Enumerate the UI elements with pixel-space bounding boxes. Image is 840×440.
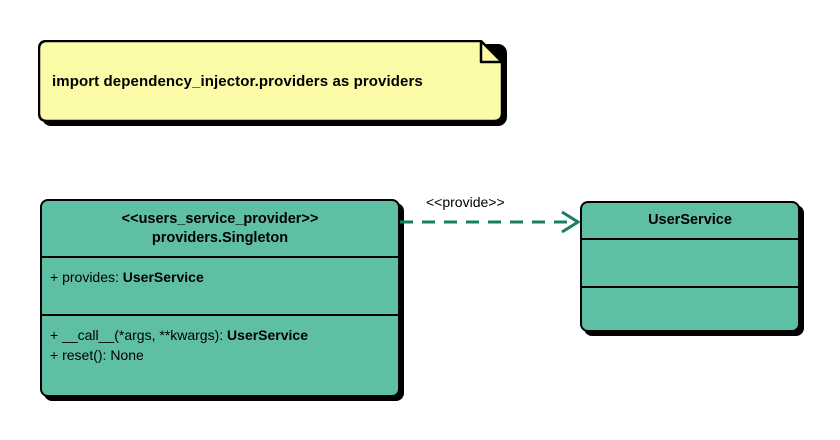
class-header-users-service-provider: <<users_service_provider>> providers.Sin… [42, 201, 398, 256]
class-box-user-service[interactable]: UserService [580, 201, 800, 332]
attribute-type: UserService [122, 269, 204, 285]
class-operations-compartment: + __call__(*args, **kwargs): UserService… [42, 314, 398, 395]
class-name: providers.Singleton [151, 229, 289, 246]
connector-provide[interactable]: <<provide>> [398, 194, 584, 250]
operation-visibility: + [50, 327, 59, 343]
attribute-row: + provides: UserService [50, 267, 390, 287]
class-box-users-service-provider[interactable]: <<users_service_provider>> providers.Sin… [40, 199, 400, 397]
class-stereotype: <<users_service_provider>> [121, 210, 319, 227]
operation-visibility: + [50, 347, 59, 363]
class-header-user-service: UserService [582, 203, 798, 238]
dashed-arrow-icon [400, 210, 581, 234]
connector-label: <<provide>> [426, 194, 505, 210]
operation-type: UserService [227, 327, 308, 343]
note-text: import dependency_injector.providers as … [52, 72, 423, 90]
operation-label: reset(): [62, 347, 107, 363]
operation-row: + __call__(*args, **kwargs): UserService [50, 325, 390, 345]
operation-type: None [110, 347, 144, 363]
class-name: UserService [648, 212, 732, 228]
class-attributes-compartment: + provides: UserService [42, 256, 398, 314]
operation-label: __call__(*args, **kwargs): [62, 327, 224, 343]
note-shape-icon [38, 40, 503, 122]
attribute-visibility: + [50, 269, 59, 285]
attribute-label: provides: [62, 269, 119, 285]
class-attributes-compartment-empty [582, 238, 798, 286]
class-operations-compartment-empty [582, 286, 798, 330]
operation-row: + reset(): None [50, 345, 390, 365]
note-body: import dependency_injector.providers as … [38, 40, 503, 122]
note-import[interactable]: import dependency_injector.providers as … [38, 40, 507, 126]
